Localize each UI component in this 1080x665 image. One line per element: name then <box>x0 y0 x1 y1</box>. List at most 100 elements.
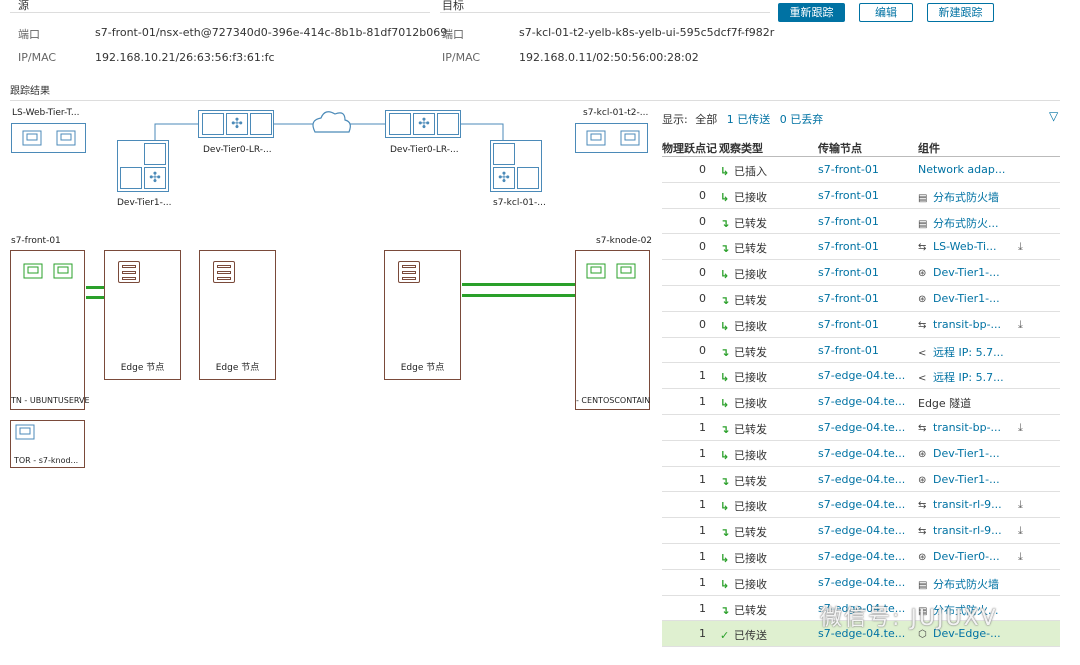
kcl-router[interactable]: ✣ <box>490 140 542 192</box>
filter-dropped[interactable]: 0 已丢弃 <box>779 113 824 126</box>
component-link[interactable]: ⊛Dev-Tier1-... <box>918 292 1000 305</box>
download-icon[interactable]: ⤓ <box>1018 317 1023 331</box>
kcl-switch[interactable] <box>575 123 648 153</box>
component-link[interactable]: ⊛Dev-Tier1-... <box>918 473 1000 486</box>
download-icon[interactable]: ⤓ <box>1018 524 1023 538</box>
observation-text: 已转发 <box>734 294 767 307</box>
new-trace-button[interactable]: 新建跟踪 <box>927 3 994 22</box>
front-host[interactable]: TN - UBUNTUSERVE <box>10 250 90 410</box>
edge-node-2[interactable]: Edge 节点 <box>199 250 276 380</box>
edge-node-1[interactable]: Edge 节点 <box>104 250 181 380</box>
col-observation[interactable]: 观察类型 <box>719 142 763 155</box>
hop-cell: 1 <box>699 601 706 615</box>
transport-node-link[interactable]: s7-edge-04.te... <box>818 498 906 512</box>
component-link[interactable]: ⊛Dev-Tier1-... <box>918 266 1000 279</box>
flow-line <box>462 283 575 286</box>
knode-host[interactable]: - CENTOSCONTAIN <box>575 250 650 410</box>
component-link[interactable]: ▤分布式防火... <box>918 602 999 618</box>
filter-delivered[interactable]: 1 已传送 <box>726 113 771 126</box>
component-link[interactable]: ⇆transit-rl-9... <box>918 524 1002 537</box>
component-link[interactable]: ⇆transit-rl-9... <box>918 498 1002 511</box>
download-icon[interactable]: ⤓ <box>1018 550 1023 563</box>
transport-node-link[interactable]: s7-edge-04.te... <box>818 369 906 383</box>
filter-icon[interactable]: ▽ <box>1049 109 1059 123</box>
col-transport-node[interactable]: 传输节点 <box>818 142 862 155</box>
download-icon[interactable]: ⤓ <box>1018 498 1023 512</box>
observation-text: 已转发 <box>734 603 767 617</box>
transport-node-link[interactable]: s7-edge-04.te... <box>818 421 906 434</box>
observation-cell: ✓已传送 <box>720 627 767 643</box>
transport-node-link[interactable]: s7-edge-04.te... <box>818 575 906 589</box>
component-link[interactable]: ⊛Dev-Tier0-... <box>918 550 1000 563</box>
transport-node-link[interactable]: s7-front-01 <box>818 188 879 202</box>
component-link[interactable]: ▤分布式防火... <box>918 215 999 231</box>
flow-line <box>86 286 104 289</box>
component-link[interactable]: ⇆transit-bp-... <box>918 318 1001 331</box>
edit-button[interactable]: 编辑 <box>859 3 913 22</box>
tor-host[interactable]: TOR - s7-knod... <box>10 420 85 468</box>
transport-node-link[interactable]: s7-edge-04.te... <box>818 472 906 486</box>
target-port-value: s7-kcl-01-t2-yelb-k8s-yelb-ui-595c5dcf7f… <box>519 26 775 39</box>
transport-node-link[interactable]: s7-edge-04.te... <box>818 524 906 538</box>
component-link[interactable]: ⬡Dev-Edge-... <box>918 627 1001 640</box>
download-icon[interactable]: ⤓ <box>1018 421 1023 434</box>
arrow-icon: ↴ <box>720 603 730 617</box>
transport-node-link[interactable]: s7-edge-04.te... <box>818 446 906 460</box>
component-link[interactable]: Network adap... <box>918 163 1005 176</box>
retrace-button[interactable]: 重新跟踪 <box>778 3 845 22</box>
transport-node-link[interactable]: s7-front-01 <box>818 343 879 357</box>
port-icon <box>620 130 640 146</box>
tier0-right-router[interactable]: ✣ <box>385 110 461 138</box>
transport-node-link[interactable]: s7-front-01 <box>818 214 879 228</box>
transport-node-link[interactable]: s7-front-01 <box>818 317 879 331</box>
tier0-left-router[interactable]: ✣ <box>198 110 274 138</box>
transport-node-link[interactable]: s7-edge-04.te... <box>818 627 906 641</box>
download-icon[interactable]: ⤓ <box>1018 240 1023 254</box>
transport-node-link[interactable]: s7-front-01 <box>818 163 879 176</box>
component-link[interactable]: <远程 IP: 5.7... <box>918 369 1004 385</box>
observation-cell: ↴已转发 <box>720 473 767 489</box>
component-link[interactable]: ⊛Dev-Tier1-... <box>918 447 1000 460</box>
component-link[interactable]: ⇆transit-bp-... <box>918 421 1001 434</box>
col-hop[interactable]: 物理跃点记 <box>662 142 717 155</box>
col-component[interactable]: 组件 <box>918 142 940 155</box>
transport-node-link[interactable]: s7-front-01 <box>818 266 879 280</box>
component-link[interactable]: <远程 IP: 5.7... <box>918 344 1004 360</box>
transport-node-link[interactable]: s7-edge-04.te... <box>818 550 906 563</box>
component-text: Edge 隧道 <box>918 397 972 411</box>
ls-web-switch[interactable] <box>11 123 86 153</box>
component-link[interactable]: ▤分布式防火墙 <box>918 189 999 205</box>
component-text: transit-rl-9... <box>933 498 1002 512</box>
component-link[interactable]: ⇆LS-Web-Ti... <box>918 240 997 253</box>
component-icon: ⇆ <box>918 242 927 254</box>
transport-node-link[interactable]: s7-edge-04.te... <box>818 601 906 615</box>
table-row[interactable]: 1 ↴ 已转发 s7-edge-04.te... ▤分布式防火... <box>662 596 1060 622</box>
filter-all[interactable]: 全部 <box>695 113 718 126</box>
transport-node-link[interactable]: s7-edge-04.te... <box>818 395 906 409</box>
tier1-router[interactable]: ✣ <box>117 140 169 192</box>
edge-node-3[interactable]: Edge 节点 <box>384 250 461 380</box>
component-link: Edge 隧道 <box>918 395 971 411</box>
component-link[interactable]: ▤分布式防火墙 <box>918 576 999 592</box>
observation-cell: ↳已接收 <box>720 576 767 592</box>
transport-node-link[interactable]: s7-front-01 <box>818 240 879 254</box>
transport-node-link[interactable]: s7-front-01 <box>818 292 879 305</box>
